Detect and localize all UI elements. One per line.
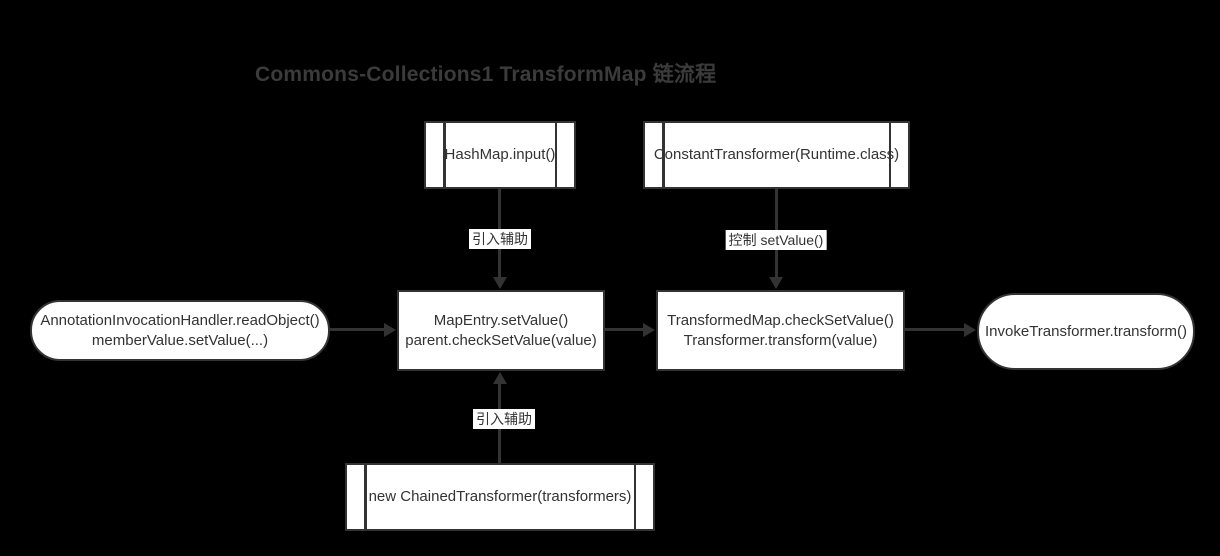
node-transformed-map: TransformedMap.checkSetValue() Transform…: [656, 290, 905, 371]
edge-label-introduce-helper: 引入辅助: [469, 229, 531, 249]
arrowhead-right-icon: [643, 323, 655, 337]
node-annotation-invocation-handler: AnnotationInvocationHandler.readObject()…: [30, 300, 330, 361]
edge-transformedmap-to-invoke: [905, 328, 964, 331]
node-label-line1: MapEntry.setValue(): [433, 311, 569, 329]
node-label: InvokeTransformer.transform(): [985, 322, 1187, 340]
edge-label-introduce-helper: 引入辅助: [473, 409, 535, 429]
node-label-line2: parent.checkSetValue(value): [405, 331, 597, 349]
node-label: ConstantTransformer(Runtime.class): [653, 146, 900, 163]
node-map-entry: MapEntry.setValue() parent.checkSetValue…: [397, 290, 605, 371]
subroutine-bar-icon: [633, 465, 636, 529]
subroutine-bar-icon: [662, 123, 665, 187]
arrowhead-right-icon: [964, 323, 976, 337]
subroutine-bar-icon: [443, 123, 446, 187]
arrowhead-down-icon: [769, 277, 783, 289]
node-invoke-transformer: InvokeTransformer.transform(): [977, 293, 1195, 370]
edge-annotation-to-mapentry: [330, 328, 384, 331]
node-label-line2: memberValue.setValue(...): [91, 331, 269, 349]
node-label-line1: AnnotationInvocationHandler.readObject(): [40, 311, 320, 329]
node-constant-transformer: ConstantTransformer(Runtime.class): [643, 121, 910, 189]
diagram-title: Commons-Collections1 TransformMap 链流程: [255, 63, 717, 86]
arrowhead-right-icon: [384, 323, 396, 337]
edge-mapentry-to-transformedmap: [605, 328, 643, 331]
node-chained-transformer: new ChainedTransformer(transformers): [345, 463, 655, 531]
subroutine-bar-icon: [888, 123, 891, 187]
node-label-line2: Transformer.transform(value): [683, 331, 878, 349]
node-hashmap-input: HashMap.input(): [424, 121, 576, 189]
arrowhead-up-icon: [493, 372, 507, 384]
node-label: HashMap.input(): [444, 146, 556, 163]
node-label-line1: TransformedMap.checkSetValue(): [667, 311, 894, 329]
subroutine-bar-icon: [364, 465, 367, 529]
node-label: new ChainedTransformer(transformers): [368, 488, 632, 505]
edge-label-control-setvalue: 控制 setValue(): [725, 230, 827, 250]
arrowhead-down-icon: [493, 277, 507, 289]
subroutine-bar-icon: [554, 123, 557, 187]
